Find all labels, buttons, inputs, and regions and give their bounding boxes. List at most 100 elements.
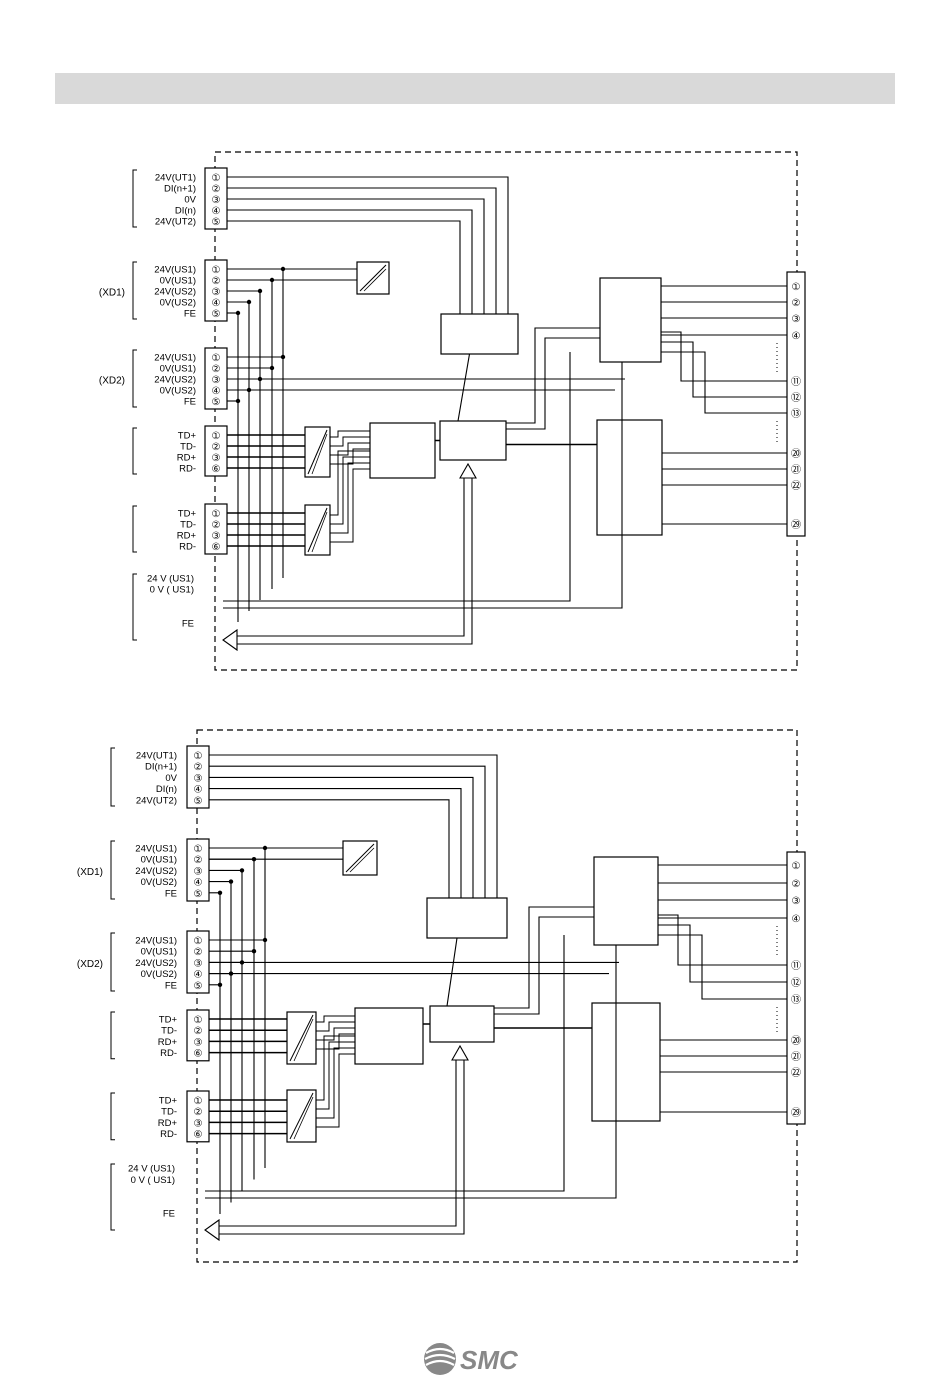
bracket <box>110 1011 115 1060</box>
input-wire <box>209 765 486 898</box>
junction-dot <box>251 949 257 954</box>
bracket <box>110 932 115 992</box>
pin-label: 24V(UT2) <box>136 795 177 806</box>
module-border <box>214 151 798 671</box>
pin-number: ③ <box>212 531 221 542</box>
pin-label: DI(n) <box>175 206 196 217</box>
data-wire <box>330 442 370 456</box>
bracket <box>132 169 137 228</box>
output-pin-number: ① <box>792 861 801 872</box>
pin-label: FE <box>165 980 177 991</box>
smc-logo-icon: SMC <box>424 1343 519 1375</box>
junction-dot <box>262 845 268 851</box>
bus-arrow <box>219 1060 457 1227</box>
link-wire <box>446 937 458 1007</box>
pin-number: ③ <box>212 195 221 206</box>
bus-arrow-head <box>204 1218 220 1242</box>
data-wire <box>330 436 370 447</box>
pin-label: DI(n+1) <box>164 184 196 195</box>
pin-label: 24V(UT1) <box>136 751 177 762</box>
pin-label: 0V <box>165 773 177 784</box>
pin-number: ④ <box>212 386 221 397</box>
pin-number: ② <box>194 1026 203 1037</box>
pin-number: ③ <box>194 866 203 877</box>
output-label: FE <box>182 619 194 630</box>
feedback-wire <box>223 362 623 609</box>
isolator-block <box>286 1089 317 1143</box>
pin-number: ① <box>212 353 221 364</box>
output-pin-number: ⑬ <box>791 408 801 420</box>
pin-number: ⑤ <box>194 981 203 992</box>
pin-number: ③ <box>212 375 221 386</box>
pin-label: RD+ <box>158 1037 178 1048</box>
output-terminal-strip <box>786 851 806 1125</box>
pin-label: FE <box>184 397 196 408</box>
connector-tag: (XD2) <box>99 376 125 387</box>
pin-label: TD- <box>180 442 196 453</box>
output-wire <box>661 341 787 398</box>
bracket <box>132 505 137 553</box>
pin-number: ④ <box>212 298 221 309</box>
isolator-diagonal <box>311 511 328 553</box>
junction-dot <box>246 387 252 393</box>
isolator-diagonal <box>293 1018 314 1062</box>
output-terminal-strip <box>786 271 806 537</box>
data-wire <box>316 1047 355 1119</box>
pin-label: 0V(US2) <box>141 969 177 980</box>
data-wire <box>330 462 370 534</box>
output-pin-number: ② <box>792 879 801 890</box>
output-wire <box>658 934 787 1000</box>
output-pin-number: ⑪ <box>791 376 801 388</box>
junction-dot <box>269 365 275 371</box>
logo-text: SMC <box>460 1345 519 1375</box>
output-pin-number: ⑫ <box>791 392 801 404</box>
pin-number: ① <box>194 1015 203 1026</box>
junction-dot <box>269 277 275 283</box>
pin-number: ② <box>212 364 221 375</box>
pin-label: 0V(US1) <box>160 276 196 287</box>
pin-label: TD+ <box>159 1015 178 1026</box>
bracket <box>132 261 137 320</box>
connector-block <box>204 503 228 555</box>
output-pin-number: ㉙ <box>791 1107 801 1119</box>
data-wire <box>316 1021 355 1032</box>
pin-number: ② <box>194 947 203 958</box>
output-pin-number: ① <box>792 282 801 293</box>
input-wire <box>209 754 498 898</box>
pin-label: 0V(US1) <box>160 364 196 375</box>
junction-dot <box>235 310 241 316</box>
junction-dot <box>280 266 286 272</box>
output-pin-number: ⑬ <box>791 994 801 1006</box>
pin-label: RD- <box>179 542 196 553</box>
pin-label: 24V(US1) <box>135 844 177 855</box>
junction-dot <box>257 376 263 382</box>
pin-label: RD- <box>160 1048 177 1059</box>
bus-arrow-head <box>459 462 477 479</box>
smc-logo: SMC <box>420 1341 530 1377</box>
pin-label: RD+ <box>158 1118 178 1129</box>
junction-dot <box>228 879 234 884</box>
pin-label: RD+ <box>177 531 197 542</box>
bracket <box>132 349 137 408</box>
data-wire <box>330 430 370 438</box>
pin-number: ② <box>194 1107 203 1118</box>
control-wire <box>494 906 594 1009</box>
pin-number: ⑤ <box>212 397 221 408</box>
pin-label: 0V(US2) <box>160 298 196 309</box>
input-wire <box>227 187 497 314</box>
pin-label: TD- <box>161 1026 177 1037</box>
output-pin-number: ④ <box>792 914 801 925</box>
pin-label: 24V(US2) <box>135 866 177 877</box>
junction-dot <box>251 857 257 862</box>
connector-tag: (XD1) <box>99 288 125 299</box>
data-wire <box>330 468 370 543</box>
isolator-diagonal <box>289 1014 314 1062</box>
controller-block <box>439 420 507 461</box>
junction-dot <box>262 937 268 943</box>
connector-block <box>186 1009 210 1062</box>
pin-number: ② <box>212 184 221 195</box>
input-wire <box>227 198 485 314</box>
output-pin-number: ④ <box>792 331 801 342</box>
controller-block <box>429 1005 495 1043</box>
